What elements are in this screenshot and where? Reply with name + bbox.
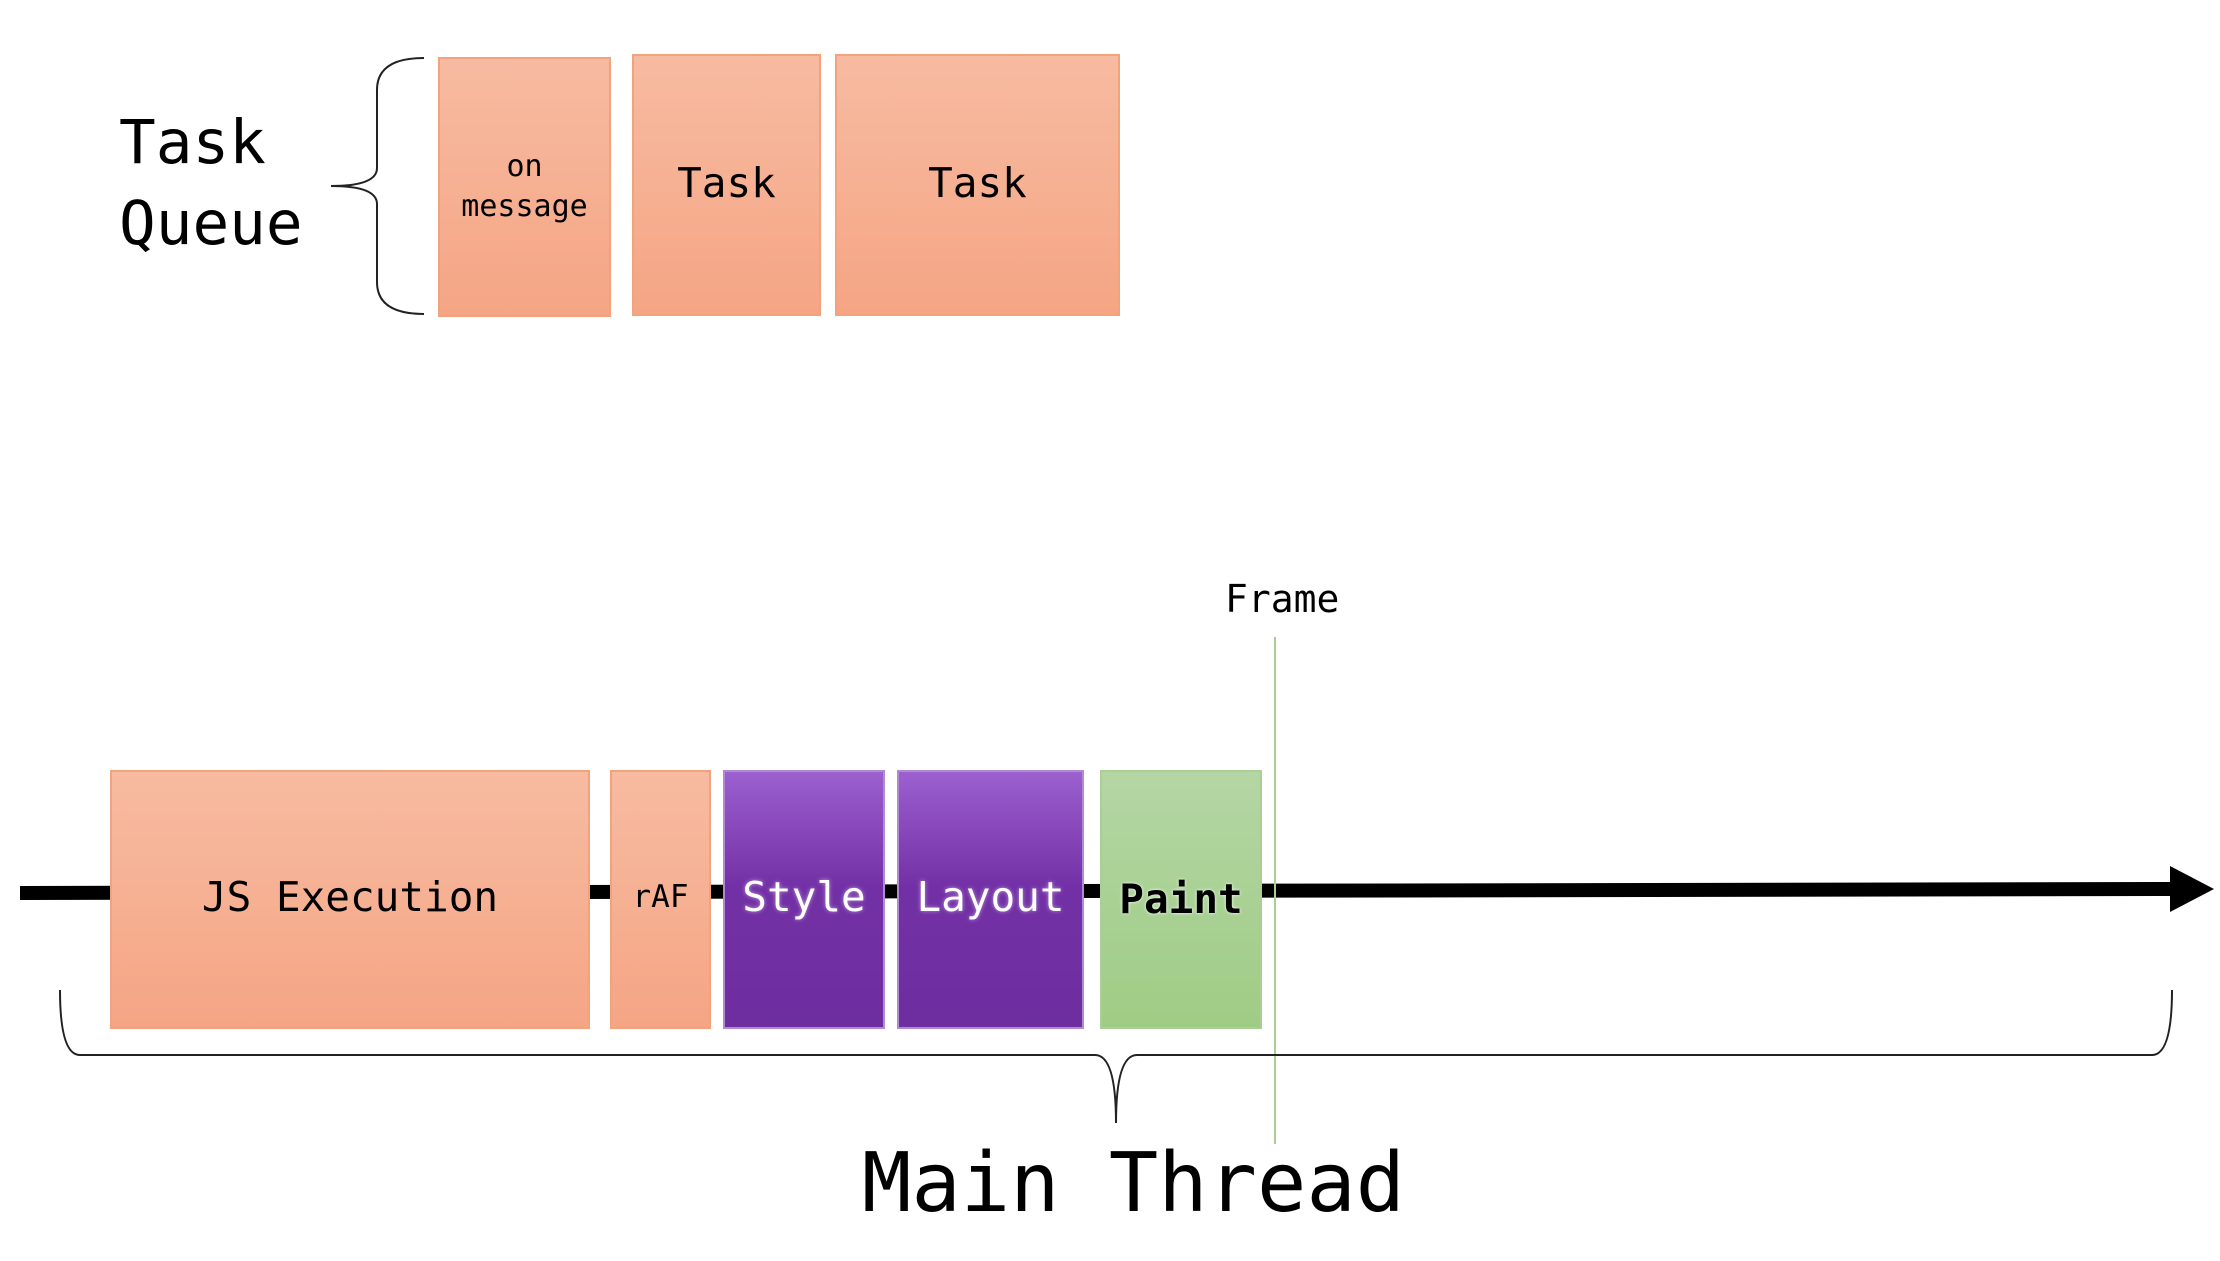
main-thread-brace xyxy=(59,989,2173,1124)
task-queue-title-line1: Task xyxy=(119,107,266,178)
layout-label: Layout xyxy=(916,873,1065,921)
task-queue-title: Task Queue xyxy=(119,112,303,254)
timeline-arrowhead xyxy=(2170,866,2214,912)
style-block: Style xyxy=(723,770,885,1029)
js-execution-block: JS Execution xyxy=(110,770,590,1029)
style-label: Style xyxy=(742,873,866,921)
task-label-1: Task xyxy=(677,159,776,207)
frame-label: Frame xyxy=(1225,577,1340,621)
paint-block: Paint xyxy=(1100,770,1262,1029)
raf-label: rAF xyxy=(632,879,689,915)
raf-block: rAF xyxy=(610,770,711,1029)
js-execution-label: JS Execution xyxy=(201,873,499,921)
paint-label: Paint xyxy=(1119,874,1243,923)
task-queue-title-line2: Queue xyxy=(119,188,303,259)
onmessage-task-block: on message xyxy=(438,57,611,317)
onmessage-label-line2: message xyxy=(461,189,588,224)
task-queue-brace xyxy=(330,57,425,315)
onmessage-label-line1: on xyxy=(506,149,543,184)
task-block-1: Task xyxy=(632,54,821,316)
main-thread-title: Main Thread xyxy=(862,1136,1406,1231)
layout-block: Layout xyxy=(897,770,1084,1029)
task-block-2: Task xyxy=(835,54,1120,316)
task-label-2: Task xyxy=(928,159,1027,207)
onmessage-label: on message xyxy=(461,147,587,227)
